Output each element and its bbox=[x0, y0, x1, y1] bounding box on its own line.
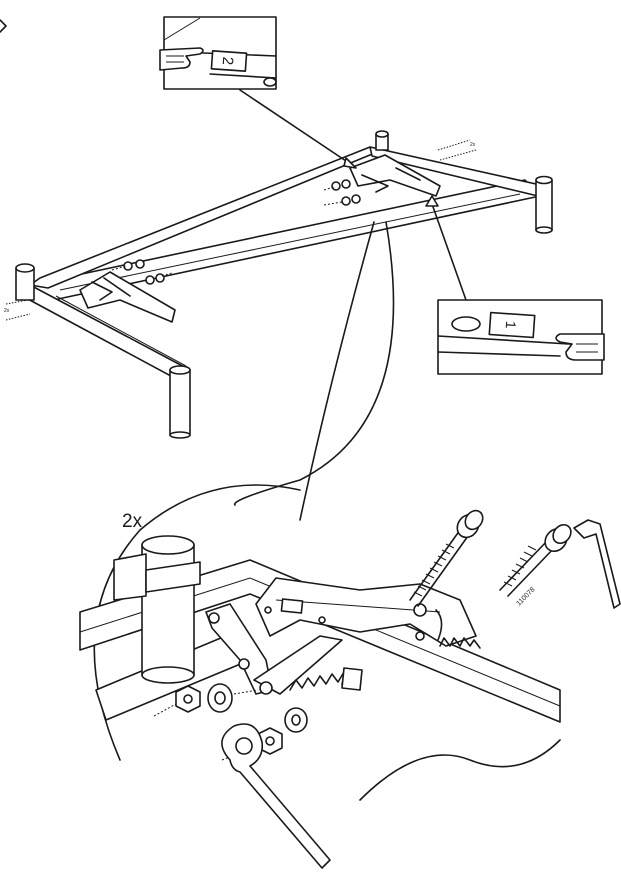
left-fasteners bbox=[111, 259, 173, 285]
bed-frame-overview: 2x 2x bbox=[4, 130, 553, 439]
spring-lower bbox=[289, 667, 363, 691]
step-tag-1 bbox=[488, 311, 536, 339]
quantity-label: 2x bbox=[122, 511, 143, 532]
detail-leg-post bbox=[141, 535, 195, 684]
leg-back-right bbox=[375, 130, 389, 151]
spring-upper bbox=[439, 637, 481, 649]
left-bolts: 2x bbox=[4, 299, 31, 321]
callout-step-2: 2 bbox=[159, 16, 357, 169]
pointing-hand-icon bbox=[159, 47, 204, 71]
bolt-label-a: 2x bbox=[4, 308, 10, 314]
peg-hole bbox=[451, 316, 481, 332]
part-number-label: 110078 bbox=[515, 586, 536, 607]
leg-front-right bbox=[535, 175, 553, 234]
detail-magnified: 2x bbox=[79, 221, 621, 869]
washer-right bbox=[284, 707, 308, 733]
left-hinge-bracket bbox=[79, 271, 176, 323]
right-hinge-bracket bbox=[349, 154, 441, 197]
pointing-hand-icon bbox=[555, 333, 605, 361]
nut-left bbox=[153, 685, 201, 717]
step-tag-2-text: 2 bbox=[219, 56, 237, 66]
plate-step-tag bbox=[280, 598, 304, 614]
right-bolts: 2x bbox=[437, 139, 477, 161]
step-tag-2 bbox=[210, 50, 248, 72]
leg-back-left bbox=[15, 263, 35, 301]
corner-bracket bbox=[113, 553, 147, 601]
callout-step-1: 1 bbox=[425, 195, 605, 375]
right-fasteners bbox=[323, 179, 361, 206]
leg-front-left bbox=[169, 365, 191, 439]
bolt-long-2: 110078 bbox=[499, 523, 572, 607]
edge-marker bbox=[0, 19, 7, 33]
bolt-long-1 bbox=[409, 509, 484, 607]
bolt-label-b: 2x bbox=[470, 142, 476, 148]
spanner-wrench-icon bbox=[221, 723, 331, 869]
allen-key-icon bbox=[573, 519, 621, 609]
detail-rail-long bbox=[79, 559, 561, 723]
step-tag-1-text: 1 bbox=[503, 320, 520, 329]
washer-left bbox=[207, 683, 259, 713]
